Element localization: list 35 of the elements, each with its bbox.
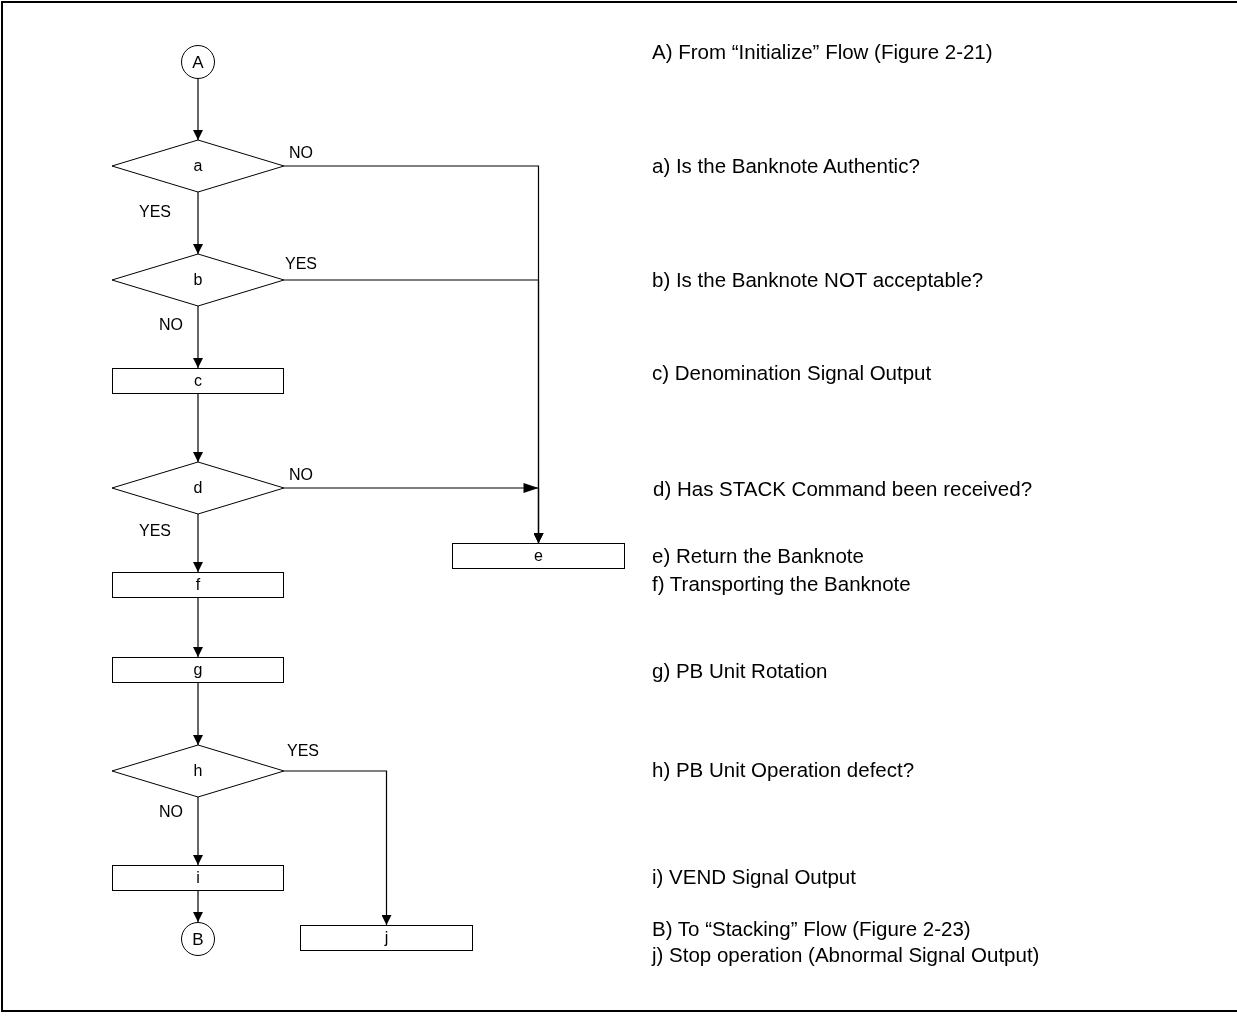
process-box: g — [112, 657, 284, 683]
decision-diamond: b — [112, 254, 284, 306]
arrow — [193, 191, 203, 255]
legend-text: g) PB Unit Rotation — [652, 659, 828, 683]
legend-text: B) To “Stacking” Flow (Figure 2-23) — [652, 917, 971, 941]
arrow — [193, 890, 203, 923]
legend-text: b) Is the Banknote NOT acceptable? — [652, 268, 984, 292]
process-box: e — [452, 543, 625, 569]
arrow — [193, 513, 203, 573]
process-box: j — [300, 925, 473, 951]
connector-circle: B — [181, 922, 215, 956]
legend-text: i) VEND Signal Output — [652, 865, 856, 889]
connector-circle: A — [181, 45, 215, 79]
decision-diamond: d — [112, 462, 284, 514]
arrow — [283, 770, 392, 926]
process-box: c — [112, 368, 284, 394]
legend-text: c) Denomination Signal Output — [652, 361, 932, 385]
arrow — [193, 393, 203, 463]
legend-text: h) PB Unit Operation defect? — [652, 758, 915, 782]
legend-text: f) Transporting the Banknote — [652, 572, 911, 596]
arrow — [193, 682, 203, 746]
legend-text: a) Is the Banknote Authentic? — [652, 154, 920, 178]
arrow — [193, 305, 203, 369]
process-box: i — [112, 865, 284, 891]
decision-diamond: a — [112, 140, 284, 192]
legend-text: e) Return the Banknote — [652, 544, 864, 568]
legend-text: d) Has STACK Command been received? — [653, 477, 1033, 501]
process-box: f — [112, 572, 284, 598]
arrow — [193, 78, 203, 141]
legend-text: j) Stop operation (Abnormal Signal Output) — [652, 943, 1040, 967]
legend-text: A) From “Initialize” Flow (Figure 2-21) — [652, 40, 993, 64]
decision-diamond: h — [112, 745, 284, 797]
arrow — [283, 483, 544, 544]
arrow — [193, 597, 203, 658]
arrow — [193, 796, 203, 866]
